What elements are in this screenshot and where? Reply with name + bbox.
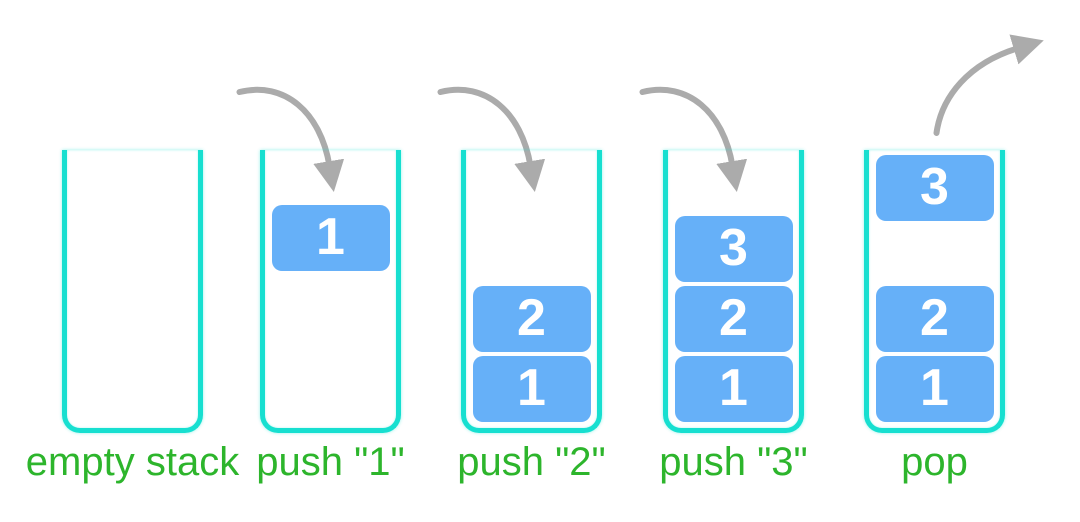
stack-block-1: 1 xyxy=(674,356,793,422)
stack-block-2: 2 xyxy=(472,286,591,352)
stack-block-3: 3 xyxy=(674,216,793,282)
stack-block-1: 1 xyxy=(875,356,994,422)
stack-container-4 xyxy=(663,150,804,433)
stack-container-5 xyxy=(864,150,1005,433)
stack-label-5: pop xyxy=(901,440,968,484)
stack-block-3: 3 xyxy=(875,155,994,221)
stack-container-3 xyxy=(461,150,602,433)
stack-block-2: 2 xyxy=(674,286,793,352)
stack-label-1: empty stack xyxy=(25,440,240,484)
stack-label-4: push "3" xyxy=(659,440,808,484)
stack-label-3: push "2" xyxy=(457,440,606,484)
stack-block-2: 2 xyxy=(875,286,994,352)
pop-arrow-icon xyxy=(933,34,1044,136)
stack-container-2 xyxy=(260,150,401,433)
stack-block-1: 1 xyxy=(271,205,390,271)
stack-label-2: push "1" xyxy=(256,440,405,484)
stack-block-1: 1 xyxy=(472,356,591,422)
stack-container-1 xyxy=(62,150,203,433)
